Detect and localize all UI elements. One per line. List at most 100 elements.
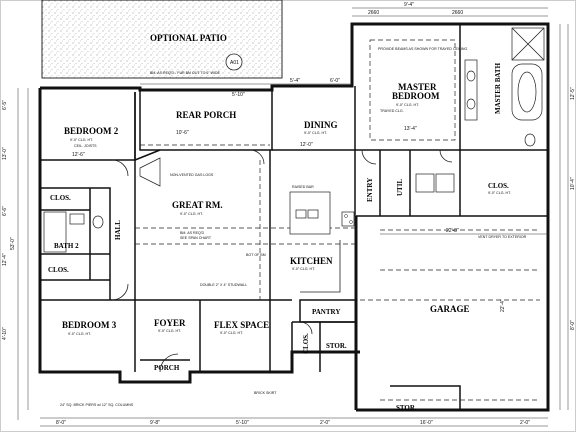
dim-left-3: 6'-6": [2, 206, 8, 216]
dim-dining-w: 12'-0": [300, 142, 313, 148]
fireplace-icon: [139, 157, 161, 187]
dim-top-2: 9'-4": [404, 2, 414, 8]
dim-bot-5: 2'-0": [320, 420, 330, 426]
dim-right-2: 10'-4": [570, 177, 576, 190]
stor2-label: STOR.: [396, 404, 417, 412]
clos4-label: CLOS.: [302, 333, 310, 354]
section-tag-label: A01: [230, 60, 239, 66]
dim-left-2: 13'-0": [2, 147, 8, 160]
dining-label: DINING: [304, 120, 338, 130]
room-labels: REAR PORCH BEDROOM 2 9'-0" CLG. HT. DINI…: [48, 62, 511, 412]
master-bath-label: MASTER BATH: [494, 62, 502, 114]
dim-top-3: 2660: [452, 10, 463, 16]
dim-bot-1: 8'-0": [56, 420, 66, 426]
door-clos3: [439, 149, 453, 163]
dim-top-5: 6'-0": [330, 78, 340, 84]
kitchen-label: KITCHEN: [290, 256, 333, 266]
door-rear-porch: [249, 149, 265, 165]
hall-label: HALL: [114, 220, 122, 240]
bedroom3-clg: 9'-0" CLG. HT.: [68, 332, 91, 336]
foyer-clg: 9'-0" CLG. HT.: [158, 329, 181, 333]
dim-bot-4: 16'-0": [420, 420, 433, 426]
dim-right-3: 8'-0": [570, 320, 576, 330]
interior-walls: [40, 24, 548, 410]
clos1-label: CLOS.: [50, 194, 71, 202]
range-icon: [341, 211, 355, 227]
kitchen-clg: 9'-0" CLG. HT.: [292, 267, 315, 271]
porch-label: PORCH: [154, 364, 180, 372]
vanity-icon: [464, 59, 478, 121]
bath2-sink-icon: [69, 213, 85, 225]
washer-icon: [415, 173, 435, 193]
bot-of-bm-note: BOT OF BM: [246, 253, 266, 257]
dim-bot-6: 2'-0": [520, 420, 530, 426]
door-bedroom2: [111, 159, 129, 177]
dim-left-1: 6'-5": [2, 100, 8, 110]
dim-bed2-w: 12'-6": [72, 152, 85, 158]
bath2-tub-icon: [43, 211, 67, 253]
bath2-toilet-icon: [92, 215, 104, 229]
bedroom2-clg: 9'-0" CLG. HT.: [70, 138, 93, 142]
optional-patio: OPTIONAL PATIO BM. AS REQ'D - FUR BM OUT…: [41, 0, 283, 79]
ceil-joists-note: CEIL. JOISTS: [74, 144, 97, 148]
stor1-label: STOR.: [326, 342, 347, 350]
dim-left-total: 53'-0": [10, 237, 16, 250]
flex-clg: 9'-0" CLG. HT.: [220, 331, 243, 335]
clos2-label: CLOS.: [48, 266, 69, 274]
dim-left-4: 12'-4": [2, 253, 8, 266]
optional-patio-note: BM. AS REQ'D - FUR BM OUT TO 6" WIDE: [150, 71, 221, 75]
clos3-label: CLOS.: [488, 182, 509, 190]
entry-label: ENTRY: [366, 178, 374, 202]
vent-dryer-note: VENT DRYER TO EXTERIOR: [478, 235, 527, 239]
bath2-label: BATH 2: [54, 242, 79, 250]
dryer-icon: [435, 173, 455, 193]
notes: PROVIDE BEAMS AS SHOWN FOR TRAYED CEILIN…: [60, 47, 527, 407]
dimension-labels: 2660 9'-4" 2660 5'-4" 6'-0" 10'-6" 5'-10…: [2, 2, 576, 426]
garage-label: GARAGE: [430, 304, 470, 314]
door-master: [361, 149, 377, 165]
dimension-lines: [17, 7, 569, 427]
dining-clg: 9'-0" CLG. HT.: [304, 131, 327, 135]
master-bedroom-label-2: BEDROOM: [392, 91, 440, 101]
rear-porch-label: REAR PORCH: [176, 110, 236, 120]
section-tag-icon: [225, 53, 243, 71]
great-room-label: GREAT RM.: [172, 200, 223, 210]
dim-porch-w: 10'-6": [176, 130, 189, 136]
double-2x4-note: DOUBLE 2" X 4" STUDWALL: [200, 283, 247, 287]
brick-skirt-note: BRICK SKIRT: [254, 391, 277, 395]
util-label: UTIL: [396, 179, 404, 196]
master-bedroom-label: MASTER: [398, 82, 437, 92]
dim-garage-h: 22'-4": [500, 299, 506, 312]
fixtures: [43, 27, 545, 293]
dim-bot-3: 5'-10": [236, 420, 249, 426]
dim-garage-w: 22'-8": [446, 228, 459, 234]
dim-top-1: 2660: [368, 10, 379, 16]
bm-as-reqd-note: BM. AS REQ'D: [180, 231, 204, 235]
dim-bot-2: 9'-8": [150, 420, 160, 426]
flex-space-label: FLEX SPACE: [214, 320, 269, 330]
optional-patio-label: OPTIONAL PATIO: [150, 33, 227, 43]
clos3-clg: 9'-0" CLG. HT.: [488, 191, 511, 195]
doors: [111, 149, 453, 373]
bedroom3-label: BEDROOM 3: [62, 320, 117, 330]
foyer-label: FOYER: [154, 318, 186, 328]
raised-bar-note: RAISED BAR: [292, 185, 314, 189]
master-clg: 9'-0" CLG. HT.: [396, 103, 419, 107]
dim-right-1: 12'-5": [570, 87, 576, 100]
dim-porch-w2: 5'-10": [232, 92, 245, 98]
brick-piers-note: 24" SQ. BRICK PIERS w/ 12" SQ. COLUMNS: [60, 403, 134, 407]
non-vented-note: NON-VENTED GAS LOGS: [170, 173, 214, 177]
dim-top-4: 5'-4": [290, 78, 300, 84]
great-room-clg: 9'-0" CLG. HT.: [180, 212, 203, 216]
dim-left-5: 4'-10": [2, 327, 8, 340]
door-pantry: [299, 321, 313, 335]
toilet-icon: [524, 133, 536, 147]
beam-lines: [135, 39, 540, 301]
trayed-clg-note: TRAYED CLG.: [380, 109, 404, 113]
provide-beams-note: PROVIDE BEAMS AS SHOWN FOR TRAYED CEILIN…: [378, 47, 468, 51]
door-bedroom3: [111, 283, 129, 301]
pantry-label: PANTRY: [312, 308, 340, 316]
see-span-note: SEE SPAN CHART: [180, 236, 212, 240]
door-foyer: [159, 353, 179, 373]
